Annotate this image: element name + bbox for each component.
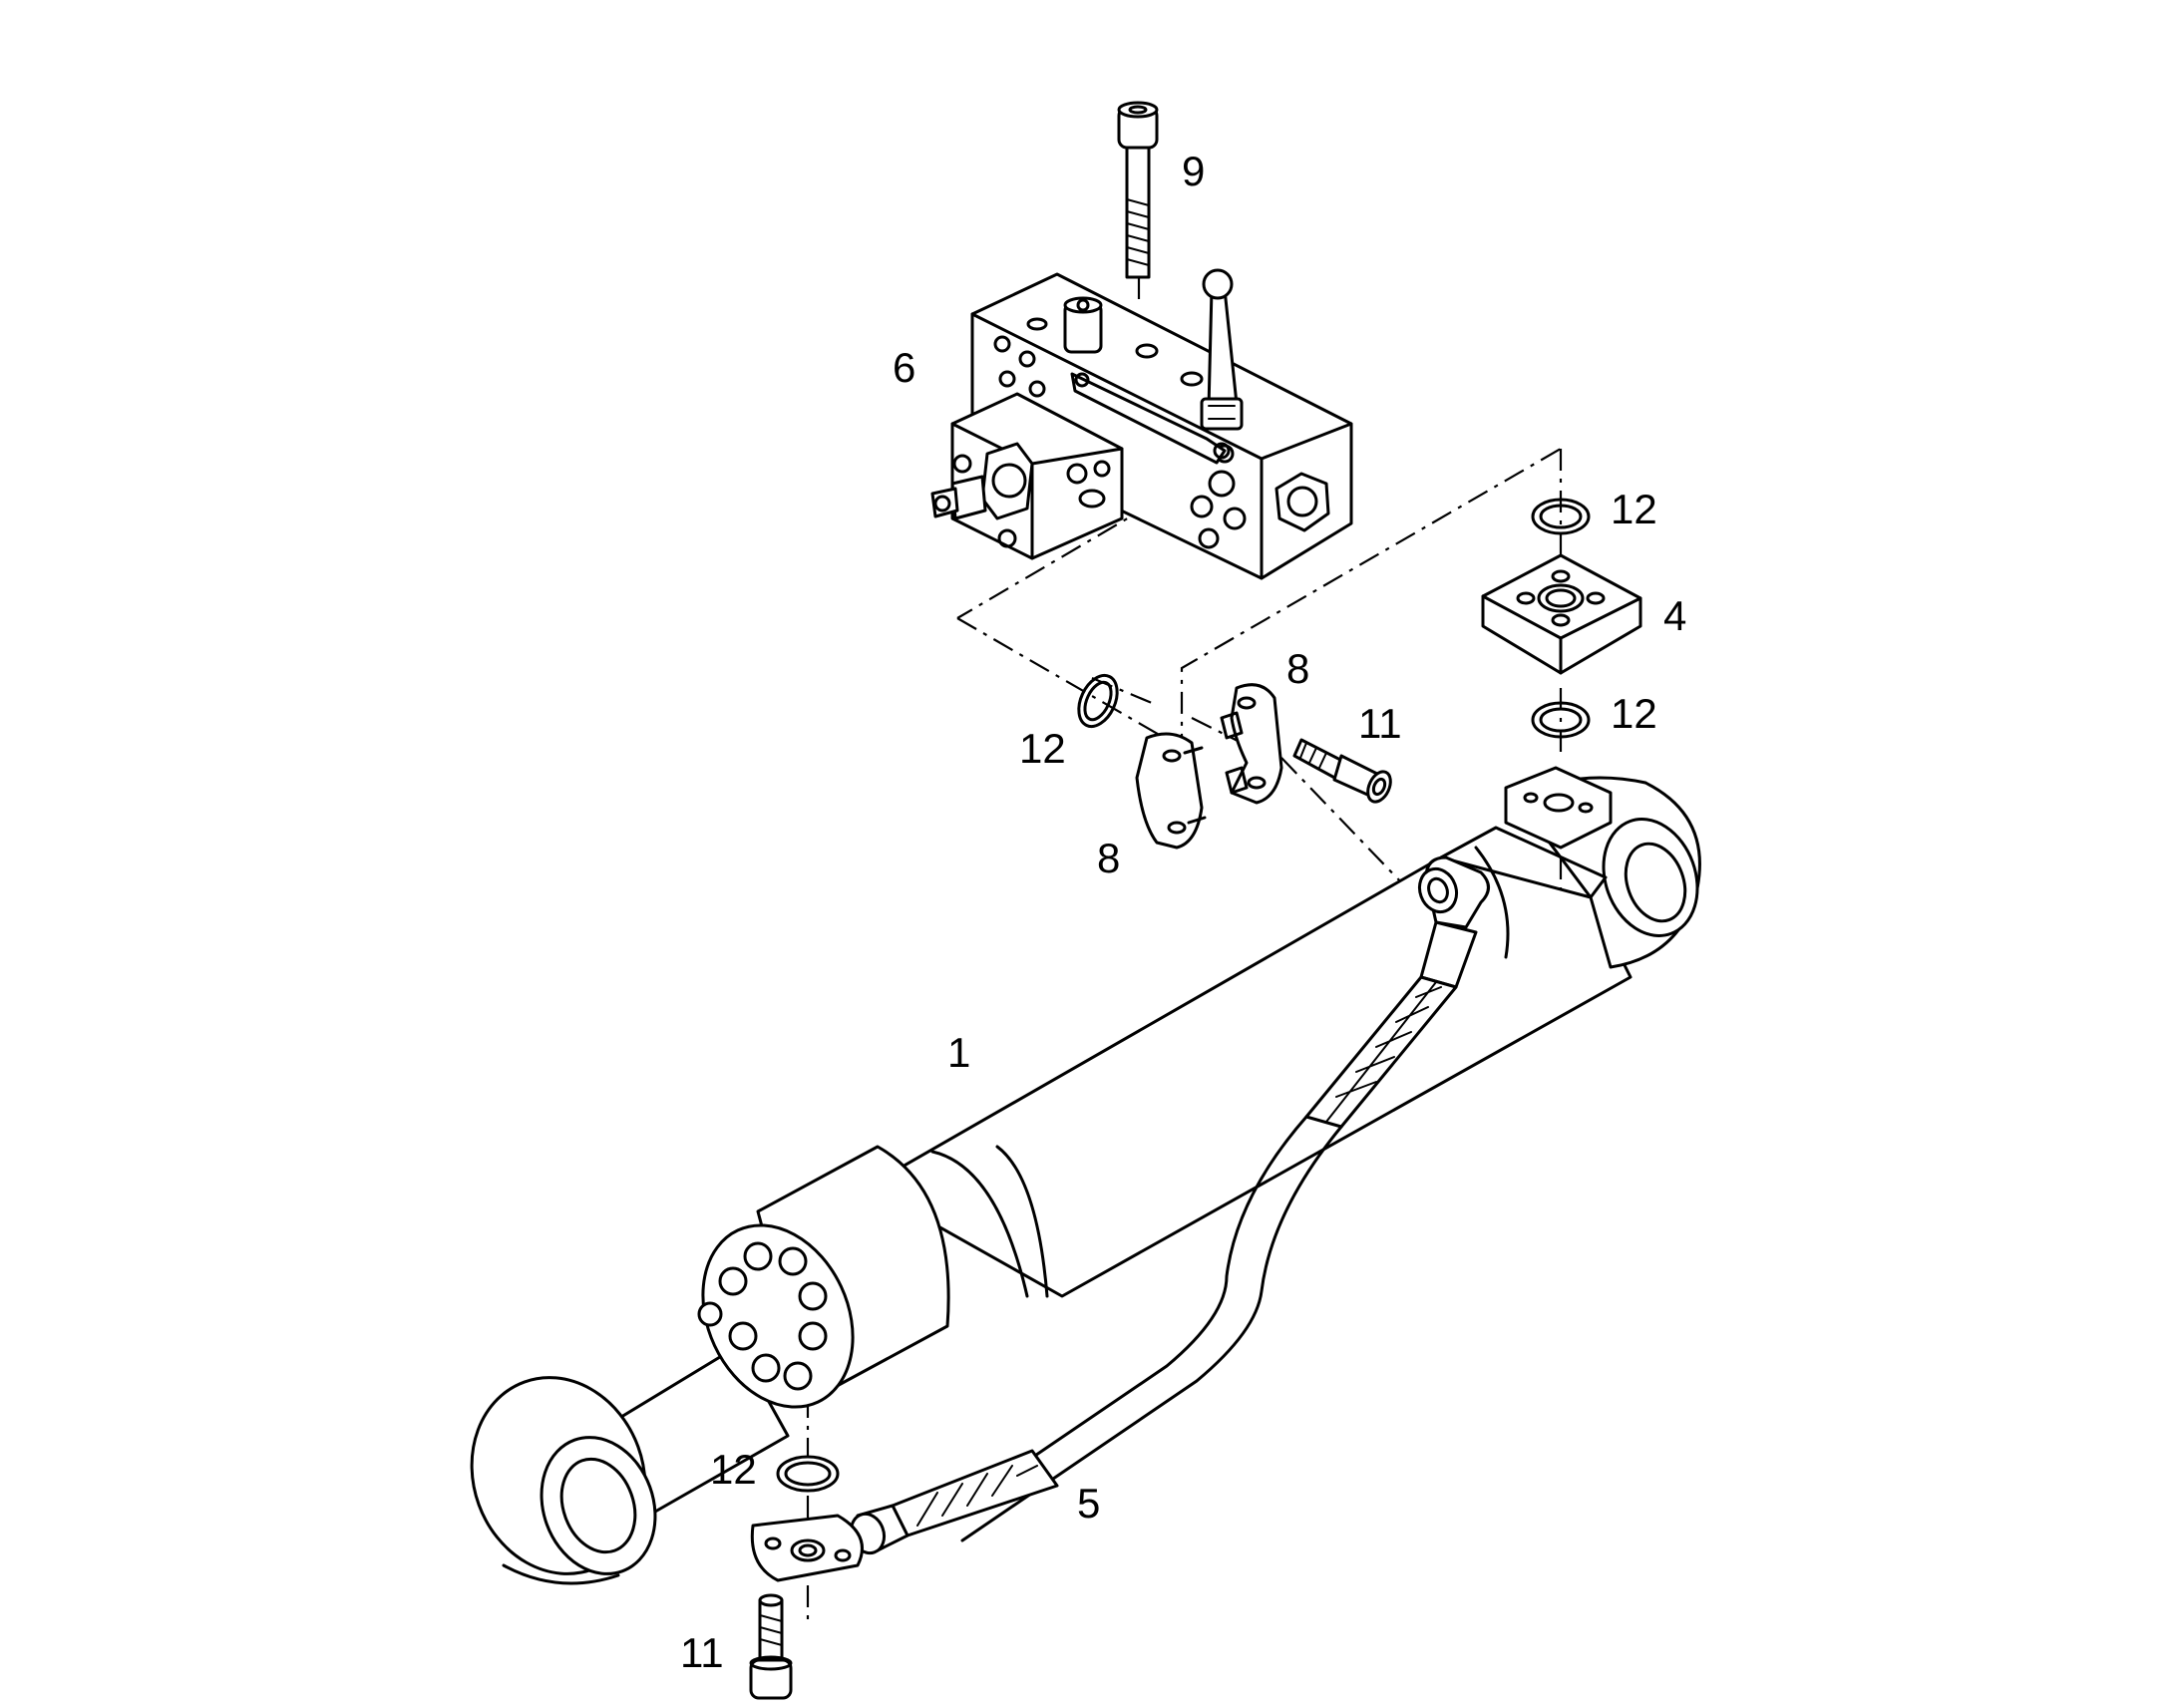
callout-12-left: 12 <box>1019 725 1066 772</box>
callout-5: 5 <box>1077 1480 1100 1527</box>
cap-screw-part-11-bottom <box>749 1593 793 1700</box>
callout-9: 9 <box>1182 148 1205 194</box>
callout-1: 1 <box>947 1029 970 1076</box>
hose-assembly-part-5 <box>750 855 1490 1582</box>
callout-8-bottom: 8 <box>1097 835 1120 881</box>
callout-6: 6 <box>893 344 915 391</box>
callout-4: 4 <box>1663 592 1686 639</box>
o-ring-part-12-bottom <box>776 1455 840 1493</box>
o-ring-part-12-left <box>1077 673 1119 729</box>
o-ring-part-12-right <box>1531 701 1591 739</box>
callout-labels: 9 6 12 4 8 11 12 12 8 1 12 5 11 <box>680 148 1686 1676</box>
callout-8-top: 8 <box>1286 645 1309 692</box>
callout-12-top: 12 <box>1611 486 1657 532</box>
split-flange-part-8-upper <box>1220 683 1283 805</box>
valve-block-part-6 <box>930 268 1353 580</box>
cap-screw-part-9 <box>1117 101 1159 279</box>
hydraulic-cylinder-part-1 <box>470 766 1701 1585</box>
callout-11-bottom: 11 <box>680 1629 724 1676</box>
callout-11-mid: 11 <box>1358 700 1402 747</box>
cap-screw-part-11-mid <box>1292 738 1392 804</box>
split-flange-part-8-lower <box>1135 732 1207 850</box>
callout-12-bottom: 12 <box>710 1446 757 1493</box>
callout-12-right: 12 <box>1611 690 1657 737</box>
flange-adapter-part-4 <box>1481 553 1642 675</box>
o-ring-part-12-top <box>1531 498 1591 535</box>
